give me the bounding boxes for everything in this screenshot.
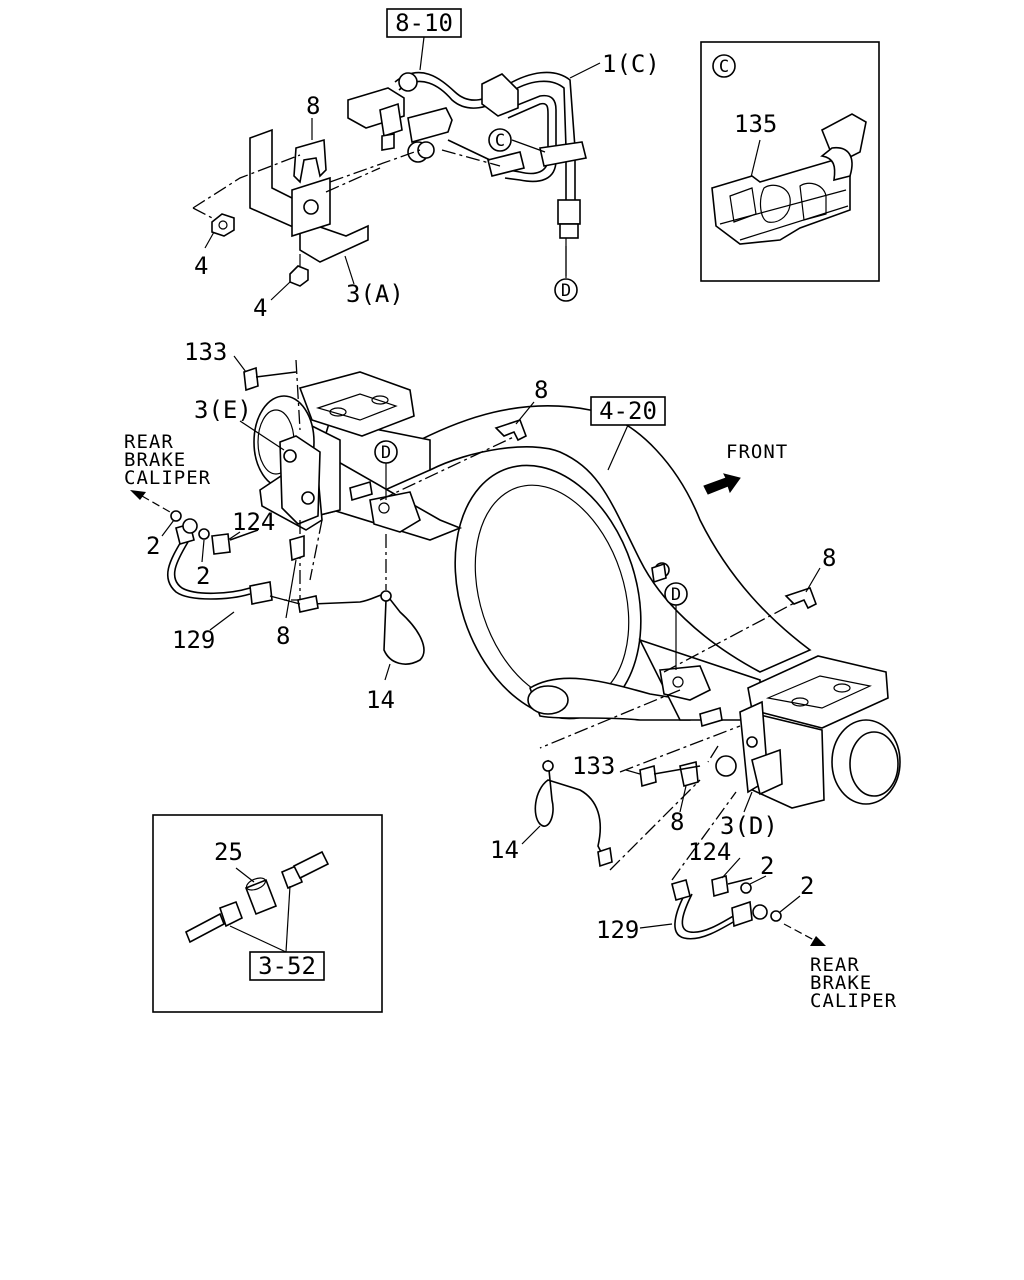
marker-c-2	[712, 54, 736, 78]
marker-d-1-text: D	[561, 281, 571, 301]
top-assembly: 8-10	[192, 8, 660, 322]
label-2-left-a: 2	[146, 532, 160, 560]
arrow-right-icon	[810, 936, 826, 946]
marker-d-1	[554, 278, 578, 302]
ref-box-3-52[interactable]	[249, 951, 325, 981]
rear-left-1: REAR	[124, 431, 174, 453]
right-pipe-14	[521, 759, 701, 871]
label-133-right: 133	[572, 752, 615, 780]
arrow-left-icon	[130, 490, 146, 500]
bolt-133-right	[639, 764, 657, 788]
right-hose-129	[639, 791, 801, 940]
marker-c-1-text: C	[495, 131, 505, 151]
rear-right-3: CALIPER	[810, 990, 897, 1012]
label-8-right-upper: 8	[822, 544, 836, 572]
clip-8-right-upper	[784, 586, 818, 610]
label-8-right-lower: 8	[670, 808, 684, 836]
marker-c-2-text: C	[719, 57, 729, 77]
rear-right-2: BRAKE	[810, 972, 872, 994]
label-2-right-b: 2	[800, 872, 814, 900]
label-4-left: 4	[194, 252, 208, 280]
detail-c-box: C 135	[700, 41, 880, 282]
label-2-left-b: 2	[196, 562, 210, 590]
front-arrow-icon	[703, 473, 741, 495]
label-14-left: 14	[366, 686, 395, 714]
ref-4-20: 4-20	[599, 397, 657, 425]
rear-brake-caliper-left: REAR BRAKE CALIPER	[124, 431, 211, 513]
rear-right-1: REAR	[810, 954, 860, 976]
marker-d-2-text: D	[381, 443, 391, 463]
label-8-left: 8	[276, 622, 290, 650]
ref-8-10: 8-10	[395, 9, 453, 37]
label-8-top: 8	[306, 92, 320, 120]
label-8-upper: 8	[534, 376, 548, 404]
ref-box-4-20[interactable]	[590, 396, 666, 426]
label-124-right: 124	[688, 838, 731, 866]
label-14-right: 14	[490, 836, 519, 864]
label-135: 135	[734, 110, 777, 138]
front-label: FRONT	[726, 441, 788, 463]
left-hose-129	[166, 510, 301, 631]
label-129-right: 129	[596, 916, 639, 944]
label-3e: 3(E)	[194, 396, 252, 424]
rear-left-2: BRAKE	[124, 449, 186, 471]
label-3d: 3(D)	[720, 812, 778, 840]
label-3a: 3(A)	[346, 280, 404, 308]
label-129-left: 129	[172, 626, 215, 654]
rear-brake-caliper-right: REAR BRAKE CALIPER	[783, 923, 897, 1012]
bolt-133-left	[243, 366, 259, 392]
label-2-right-a: 2	[760, 852, 774, 880]
marker-d-3-text: D	[671, 585, 681, 605]
marker-c-1	[488, 128, 512, 152]
ref-3-52: 3-52	[258, 952, 316, 980]
label-4-bottom: 4	[253, 294, 267, 322]
axle-assembly	[253, 371, 901, 809]
label-1c: 1(C)	[602, 50, 660, 78]
detail-fitting-box: 25 3-52	[152, 814, 383, 1013]
label-25: 25	[214, 838, 243, 866]
label-124-left: 124	[232, 508, 275, 536]
label-133-left: 133	[184, 338, 227, 366]
clip-8-left	[289, 534, 305, 562]
left-pipe-14	[297, 590, 425, 681]
clip-8-right-lower	[679, 760, 699, 788]
rear-left-3: CALIPER	[124, 467, 211, 489]
